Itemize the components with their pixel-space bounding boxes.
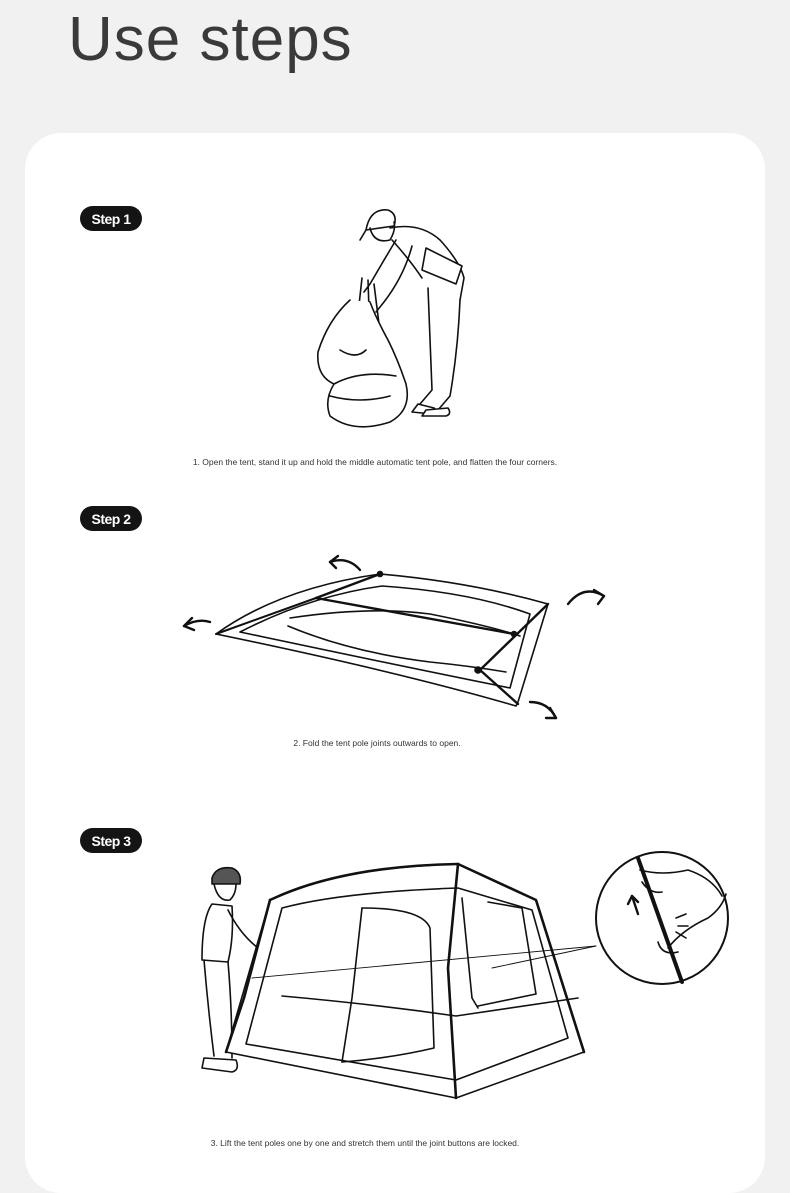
step-3-caption: 3. Lift the tent poles one by one and st…: [210, 1138, 520, 1148]
step-2-caption: 2. Fold the tent pole joints outwards to…: [293, 738, 461, 748]
step-2-badge: Step 2: [80, 506, 142, 531]
step-1-illustration: [300, 200, 480, 435]
step-2-illustration: [170, 552, 610, 728]
step-1-caption: 1. Open the tent, stand it up and hold t…: [192, 457, 558, 467]
step-3-illustration: [192, 848, 737, 1114]
step-3-badge: Step 3: [80, 828, 142, 853]
page-title: Use steps: [68, 5, 353, 74]
step-1-badge: Step 1: [80, 206, 142, 231]
